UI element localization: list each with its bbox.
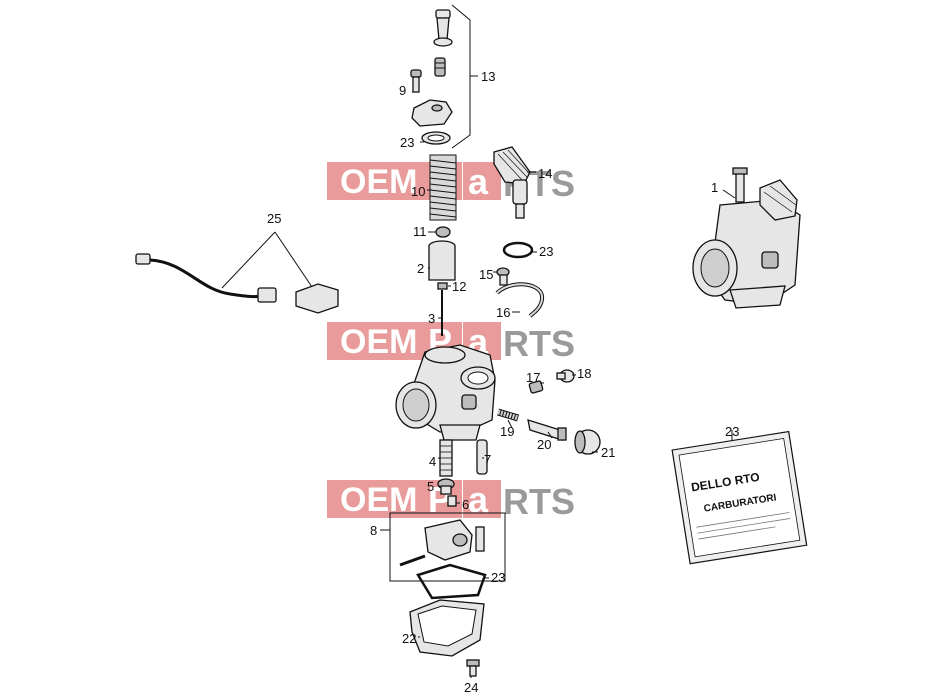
part-24-drain-screw bbox=[466, 659, 480, 677]
watermark-oem-text: OEM bbox=[340, 323, 417, 361]
part-25-heater-wire bbox=[135, 231, 339, 314]
callout-1: 1 bbox=[711, 180, 718, 195]
part-6-screw bbox=[447, 495, 457, 507]
callout-4: 4 bbox=[429, 454, 436, 469]
group-8-box bbox=[389, 512, 506, 582]
callout-6: 6 bbox=[462, 497, 469, 512]
part-22-float-bowl bbox=[409, 599, 485, 657]
callout-19: 19 bbox=[500, 424, 514, 439]
part-19-spring bbox=[496, 408, 520, 422]
callout-12: 12 bbox=[452, 279, 466, 294]
callout-21: 21 bbox=[601, 445, 615, 460]
callout-23: 23 bbox=[725, 424, 739, 439]
part-23-bowl-gasket bbox=[416, 563, 487, 600]
callout-9: 9 bbox=[399, 83, 406, 98]
callout-labels: 13 9 23 10 11 2 12 3 14 23 15 16 17 18 1… bbox=[267, 69, 739, 695]
part-12-needle-clip bbox=[437, 282, 448, 290]
part-5-main-jet bbox=[437, 478, 455, 495]
part-10-spring bbox=[429, 154, 457, 221]
callout-20: 20 bbox=[537, 437, 551, 452]
callout-17: 17 bbox=[526, 370, 540, 385]
callout-13: 13 bbox=[481, 69, 495, 84]
part-carburetor-body bbox=[395, 344, 496, 441]
watermark-a-text: a bbox=[468, 161, 489, 202]
callout-23: 23 bbox=[539, 244, 553, 259]
callout-8: 8 bbox=[370, 523, 377, 538]
part-2-slide-valve bbox=[428, 240, 456, 281]
callout-18: 18 bbox=[577, 366, 591, 381]
part-15-fitting bbox=[496, 267, 510, 286]
callout-11: 11 bbox=[413, 224, 427, 239]
part-8-float bbox=[399, 519, 485, 567]
callout-3: 3 bbox=[428, 311, 435, 326]
part-21-cap bbox=[574, 429, 601, 455]
part-1-carburetor-assembly bbox=[692, 167, 801, 309]
group-13-bracket bbox=[451, 4, 471, 149]
part-23-oring bbox=[502, 241, 534, 259]
part-14-choke bbox=[493, 146, 531, 219]
callout-2: 2 bbox=[417, 261, 424, 276]
part-cover-plate bbox=[411, 99, 453, 127]
part-adjust-screw bbox=[434, 57, 446, 77]
callout-24: 24 bbox=[464, 680, 478, 695]
callout-7: 7 bbox=[484, 452, 491, 467]
leader-lines bbox=[412, 91, 736, 678]
watermark-oem-text: OEM bbox=[340, 163, 417, 201]
callout-25: 25 bbox=[267, 211, 281, 226]
part-7-jet bbox=[476, 439, 488, 475]
callout-23: 23 bbox=[491, 570, 505, 585]
part-top-cap bbox=[433, 9, 453, 47]
callout-16: 16 bbox=[496, 305, 510, 320]
callout-23: 23 bbox=[400, 135, 414, 150]
callout-10: 10 bbox=[411, 184, 425, 199]
part-9-screw bbox=[410, 69, 422, 93]
part-11-clip bbox=[435, 226, 451, 238]
callout-22: 22 bbox=[402, 631, 416, 646]
part-18-screw bbox=[556, 369, 575, 383]
part-23-manual-booklet: DELLO RTO CARBURATORI bbox=[671, 430, 808, 565]
part-4-jet-holder bbox=[439, 439, 453, 477]
watermark-rts-text: RTS bbox=[503, 323, 575, 364]
part-17-jet bbox=[528, 380, 544, 394]
watermark-a-text: a bbox=[468, 479, 489, 520]
callout-5: 5 bbox=[427, 479, 434, 494]
callout-15: 15 bbox=[479, 267, 493, 282]
callout-14: 14 bbox=[538, 166, 552, 181]
watermark-rts-text: RTS bbox=[503, 481, 575, 522]
part-20-mixture-screw bbox=[527, 419, 567, 441]
